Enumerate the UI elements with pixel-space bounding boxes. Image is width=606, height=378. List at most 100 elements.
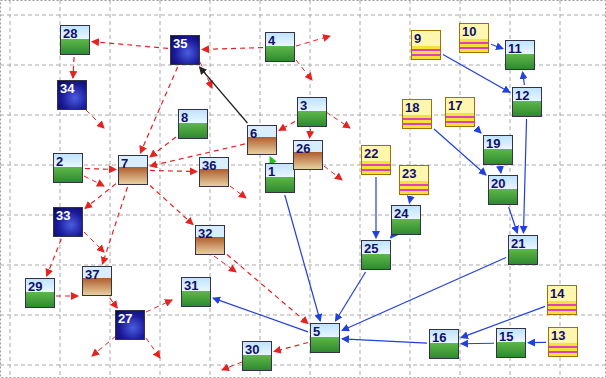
- station-icon: 35: [170, 35, 200, 65]
- node-number: 30: [243, 342, 271, 357]
- flow-arrow: [103, 187, 128, 264]
- node-number: 26: [294, 141, 322, 156]
- station-icon: 19: [483, 135, 513, 165]
- station-icon: 24: [391, 205, 421, 235]
- node-number: 15: [497, 329, 525, 344]
- node-number: 12: [513, 88, 541, 103]
- node-number: 19: [484, 136, 512, 151]
- flow-arrow: [202, 48, 263, 50]
- flow-arrow: [270, 157, 272, 161]
- node-number: 33: [54, 208, 82, 223]
- node-number: 34: [58, 81, 86, 96]
- station-icon: 12: [512, 87, 542, 117]
- node-number: 8: [179, 110, 207, 125]
- station-icon: 27: [115, 310, 145, 340]
- station-icon: 34: [57, 80, 87, 110]
- node-number: 11: [506, 41, 534, 56]
- station-icon: 3: [297, 97, 327, 127]
- station-icon: 25: [361, 240, 391, 270]
- station-icon: 23: [399, 165, 429, 195]
- node-number: 25: [362, 241, 390, 256]
- node-number: 2: [54, 154, 82, 169]
- flow-arrow: [279, 122, 295, 131]
- node-number: 5: [311, 324, 339, 339]
- station-icon: 2: [53, 153, 83, 183]
- station-icon: 21: [508, 235, 538, 265]
- station-icon: 1: [265, 163, 295, 193]
- flow-arrow: [477, 129, 481, 133]
- node-number: 32: [196, 226, 224, 241]
- node-number: 23: [400, 166, 428, 181]
- station-icon: 15: [496, 328, 526, 358]
- station-icon: 9: [411, 30, 441, 60]
- station-icon: 13: [548, 327, 578, 357]
- node-number: 29: [26, 279, 54, 294]
- flow-arrow: [409, 197, 410, 203]
- station-icon: 14: [547, 285, 577, 315]
- flow-arrow: [523, 72, 525, 85]
- node-number: 9: [412, 31, 440, 46]
- flow-arrow: [73, 57, 74, 78]
- station-icon: 28: [60, 25, 90, 55]
- station-icon: 20: [488, 175, 518, 205]
- node-number: 13: [549, 328, 577, 343]
- station-icon: 5: [310, 323, 340, 353]
- flow-arrow: [47, 239, 62, 276]
- flow-arrow: [309, 129, 311, 138]
- flow-arrow: [375, 177, 376, 238]
- node-number: 31: [182, 278, 210, 293]
- station-icon: 37: [82, 266, 112, 296]
- station-icon: 18: [402, 99, 432, 129]
- station-icon: 29: [25, 278, 55, 308]
- station-icon: 4: [265, 32, 295, 62]
- station-icon: 10: [459, 23, 489, 53]
- station-icon: 17: [445, 97, 475, 127]
- flow-arrow: [434, 129, 486, 175]
- node-number: 20: [489, 176, 517, 191]
- station-icon: 31: [181, 277, 211, 307]
- flow-arrow: [85, 168, 116, 170]
- flow-arrow: [92, 42, 168, 49]
- flow-arrow: [213, 298, 308, 332]
- flow-arrow: [274, 343, 308, 352]
- node-number: 10: [460, 24, 488, 39]
- station-icon: 36: [199, 157, 229, 187]
- station-icon: 8: [178, 109, 208, 139]
- node-number: 21: [509, 236, 537, 251]
- node-number: 3: [298, 98, 326, 113]
- station-icon: 33: [53, 207, 83, 237]
- station-icon: 16: [429, 329, 459, 359]
- node-number: 24: [392, 206, 420, 221]
- node-number: 4: [266, 33, 294, 48]
- flow-arrow: [491, 44, 503, 48]
- node-number: 1: [266, 164, 294, 179]
- node-number: 16: [430, 330, 458, 345]
- flow-arrow: [140, 67, 177, 153]
- flow-arrow: [150, 144, 245, 166]
- station-icon: 26: [293, 140, 323, 170]
- node-number: 22: [362, 146, 390, 161]
- station-icon: 30: [242, 341, 272, 371]
- flow-arrow: [342, 339, 427, 343]
- flow-arrow: [150, 170, 197, 171]
- flow-arrow: [85, 184, 116, 209]
- station-icon: 22: [361, 145, 391, 175]
- node-number: 36: [200, 158, 228, 173]
- node-number: 35: [171, 36, 199, 51]
- node-number: 18: [403, 100, 431, 115]
- node-number: 37: [83, 267, 111, 282]
- node-number: 7: [119, 156, 147, 171]
- flow-arrow: [335, 272, 365, 321]
- flow-arrow: [390, 237, 392, 238]
- station-icon: 6: [247, 125, 277, 155]
- flow-arrow: [509, 207, 518, 233]
- station-icon: 32: [195, 225, 225, 255]
- node-number: 6: [248, 126, 276, 141]
- flow-arrow: [150, 185, 193, 224]
- flow-arrow: [528, 342, 546, 344]
- station-icon: 7: [118, 155, 148, 185]
- station-icon: 11: [505, 40, 535, 70]
- node-number: 14: [548, 286, 576, 301]
- node-number: 27: [116, 311, 144, 326]
